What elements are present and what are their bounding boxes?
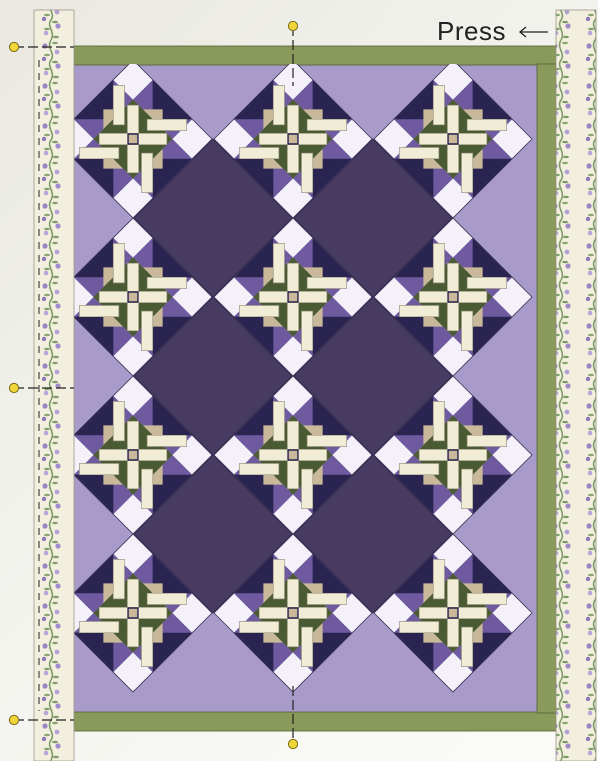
left-floral-border bbox=[34, 10, 74, 761]
green-border-bottom bbox=[74, 712, 556, 731]
arrow-left-icon bbox=[520, 27, 548, 37]
green-border-right bbox=[537, 64, 556, 713]
right-floral-border bbox=[556, 10, 596, 761]
press-label: Press bbox=[437, 16, 506, 47]
green-border-top bbox=[74, 46, 556, 65]
